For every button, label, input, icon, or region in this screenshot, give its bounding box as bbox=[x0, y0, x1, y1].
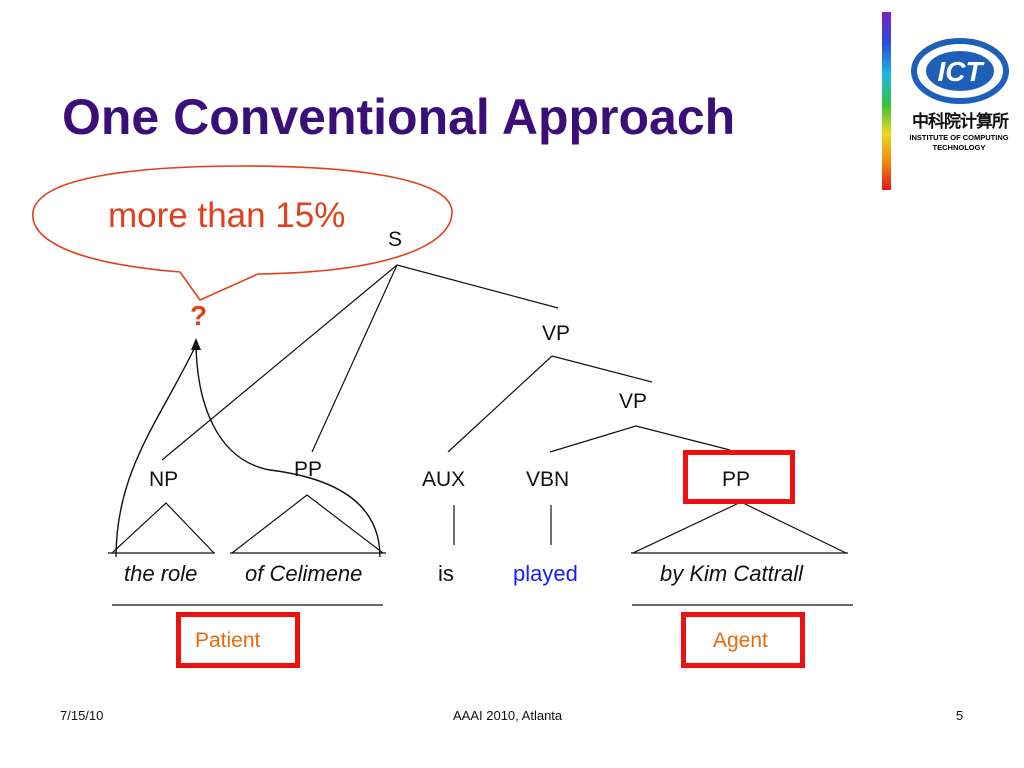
word-by-kim-cattrall: by Kim Cattrall bbox=[660, 561, 804, 586]
pp-right-triangle bbox=[632, 501, 847, 554]
edge-vp-aux bbox=[447, 355, 553, 453]
agent-highlight-box bbox=[681, 612, 805, 668]
pp-right-highlight-box bbox=[683, 450, 795, 504]
node-vbn: VBN bbox=[526, 468, 570, 491]
role-patient: Patient bbox=[195, 629, 261, 652]
word-played: played bbox=[513, 561, 578, 586]
edge-s-vp bbox=[396, 264, 559, 309]
arrowhead-icon bbox=[191, 338, 201, 350]
question-mark: ? bbox=[190, 300, 208, 331]
logo-institute-line2: TECHNOLOGY bbox=[932, 143, 986, 152]
node-np: NP bbox=[149, 468, 179, 491]
node-pp-right: PP bbox=[722, 468, 751, 491]
word-is: is bbox=[438, 561, 454, 586]
callout-text: more than 15% bbox=[108, 196, 346, 235]
patient-highlight-box bbox=[176, 612, 300, 668]
logo-color-bar bbox=[882, 12, 891, 190]
logo-acronym: ICT bbox=[937, 56, 985, 87]
np-triangle bbox=[111, 502, 215, 554]
node-aux: AUX bbox=[422, 468, 466, 491]
footer-page-number: 5 bbox=[956, 708, 964, 723]
logo-institute-line1: INSTITUTE OF COMPUTING bbox=[909, 133, 1009, 142]
node-s: S bbox=[388, 228, 403, 251]
curve-right-arrow bbox=[195, 344, 381, 558]
footer-venue: AAAI 2010, Atlanta bbox=[453, 708, 563, 723]
slide-title: One Conventional Approach bbox=[62, 89, 736, 145]
edge-vp-vbn bbox=[549, 425, 637, 453]
edge-s-np bbox=[161, 264, 398, 461]
edge-vp-pp bbox=[635, 425, 731, 451]
role-agent: Agent bbox=[713, 629, 768, 652]
word-the-role: the role bbox=[124, 561, 198, 586]
logo-chinese-name: 中科院计算所 bbox=[912, 112, 1009, 132]
ict-logo-icon: ICT bbox=[911, 38, 1009, 104]
word-of-celimene: of Celimene bbox=[245, 561, 363, 586]
pp-left-triangle bbox=[231, 494, 384, 554]
node-vp-top: VP bbox=[542, 322, 571, 345]
edge-s-pp bbox=[311, 264, 398, 453]
edge-vp-vp bbox=[551, 355, 653, 383]
node-pp-left: PP bbox=[294, 458, 323, 481]
callout-bubble bbox=[32, 165, 453, 301]
logo-institute-name: INSTITUTE OF COMPUTING TECHNOLOGY bbox=[896, 133, 1022, 153]
curve-left-arrow bbox=[115, 344, 197, 558]
node-vp-inner: VP bbox=[619, 390, 648, 413]
footer-date: 7/15/10 bbox=[60, 708, 104, 723]
